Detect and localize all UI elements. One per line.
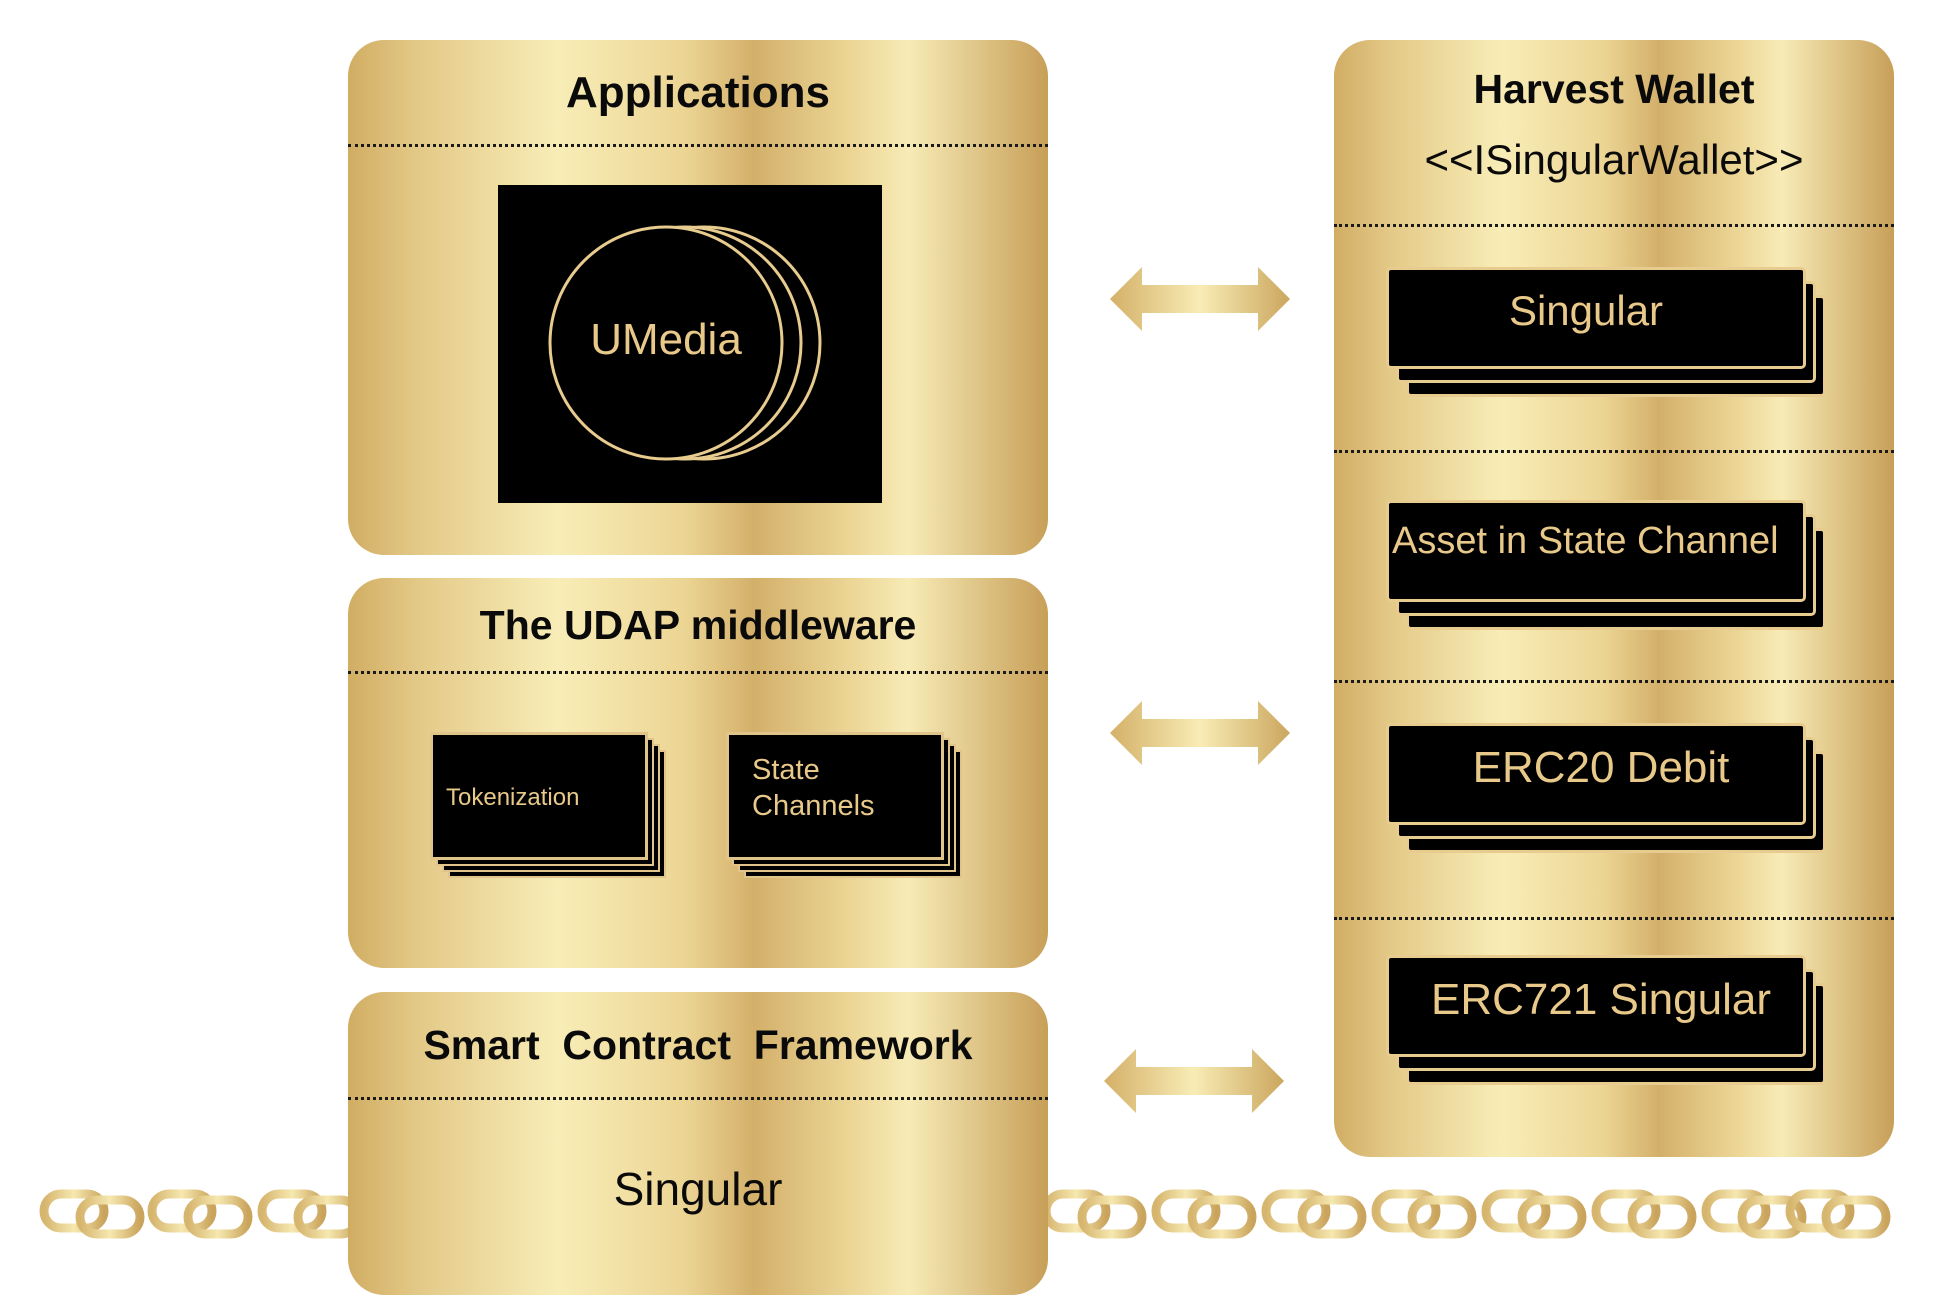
chain-link-icon xyxy=(1151,1189,1257,1239)
tokenization-module[interactable]: Tokenization xyxy=(430,732,670,882)
wallet-title: Harvest Wallet xyxy=(1473,66,1755,112)
wallet-item-label: ERC721 Singular xyxy=(1431,975,1771,1024)
framework-panel: Smart Contract Framework Singular xyxy=(348,992,1048,1295)
framework-title: Smart Contract Framework xyxy=(423,1022,973,1068)
chain-link-icon xyxy=(1481,1189,1587,1239)
applications-panel: Applications UMedia xyxy=(348,40,1048,555)
double-arrow-icon xyxy=(1110,267,1290,331)
chain-link-icon xyxy=(1371,1189,1477,1239)
divider xyxy=(1334,450,1894,453)
chain-link-icon xyxy=(1701,1189,1807,1239)
double-arrow-icon xyxy=(1110,701,1290,765)
divider xyxy=(1334,224,1894,227)
umedia-label: UMedia xyxy=(590,315,742,364)
chain-link-icon xyxy=(147,1189,253,1239)
chain-link-icon xyxy=(1785,1189,1891,1239)
chain-link-icon xyxy=(257,1189,363,1239)
middleware-title: The UDAP middleware xyxy=(479,602,917,648)
chain-link-icon xyxy=(1041,1189,1147,1239)
wallet-item-singular[interactable]: Singular xyxy=(1386,267,1826,412)
state-channels-module[interactable]: State Channels xyxy=(726,732,966,882)
wallet-item-label: ERC20 Debit xyxy=(1472,743,1730,792)
state-channels-label-line2: Channels xyxy=(752,790,875,822)
wallet-item-erc20-debit[interactable]: ERC20 Debit xyxy=(1386,723,1826,868)
wallet-item-label: Asset in State Channel xyxy=(1392,520,1779,562)
umedia-box[interactable]: UMedia xyxy=(498,185,882,503)
wallet-item-erc721-singular[interactable]: ERC721 Singular xyxy=(1386,955,1826,1100)
applications-title: Applications xyxy=(565,68,831,117)
blockchain-chain xyxy=(39,1189,1891,1239)
divider xyxy=(348,671,1048,674)
chain-link-icon xyxy=(1261,1189,1367,1239)
wallet-interface-label: <<ISingularWallet>> xyxy=(1424,136,1804,183)
wallet-item-asset-in-state-channel[interactable]: Asset in State Channel xyxy=(1386,500,1826,645)
wallet-panel: Harvest Wallet <<ISingularWallet>> Singu… xyxy=(1334,40,1894,1157)
tokenization-label: Tokenization xyxy=(446,784,580,811)
state-channels-label-line1: State xyxy=(752,754,820,786)
divider xyxy=(1334,917,1894,920)
divider xyxy=(348,1097,1048,1100)
chain-link-icon xyxy=(1591,1189,1697,1239)
middleware-panel: The UDAP middleware Tokenization State C… xyxy=(348,578,1048,968)
divider xyxy=(348,144,1048,147)
double-arrow-icon xyxy=(1104,1049,1284,1113)
wallet-item-label: Singular xyxy=(1508,287,1664,334)
chain-link-icon xyxy=(39,1189,145,1239)
divider xyxy=(1334,680,1894,683)
stacked-circles-icon xyxy=(548,225,822,461)
framework-content-label: Singular xyxy=(613,1163,783,1215)
